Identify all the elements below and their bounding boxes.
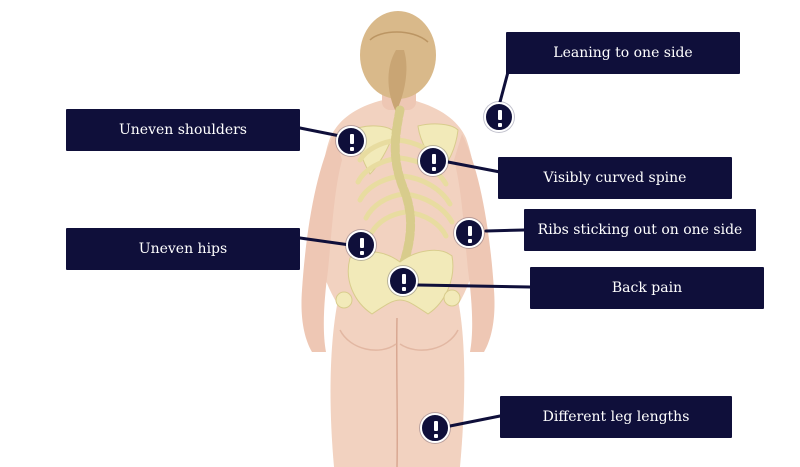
right-hip-joint [443, 289, 461, 307]
label-different-leg-lengths: Different leg lengths [500, 396, 732, 438]
label-ribs-sticking-out: Ribs sticking out on one side [524, 209, 756, 251]
connector-legs [448, 414, 502, 428]
connector-leaning [498, 70, 510, 104]
connector-ribs [484, 228, 526, 233]
connector-back-pain [416, 283, 532, 289]
left-buttock [339, 329, 397, 351]
exclamation-icon [484, 102, 514, 132]
exclamation-icon [346, 230, 376, 260]
left-hip-joint [335, 291, 353, 309]
exclamation-icon [418, 146, 448, 176]
connector-hips [298, 236, 352, 247]
left-arm [301, 134, 342, 352]
ponytail [388, 50, 407, 112]
hair-strands [369, 31, 429, 43]
buttock-crease [395, 317, 399, 467]
exclamation-icon [420, 413, 450, 443]
connector-lines [298, 70, 532, 428]
exclamation-icon [454, 218, 484, 248]
label-back-pain: Back pain [530, 267, 764, 309]
connector-spine [446, 160, 502, 174]
right-buttock [399, 329, 459, 351]
label-visibly-curved-spine: Visibly curved spine [498, 157, 732, 199]
label-uneven-hips: Uneven hips [66, 228, 300, 270]
curved-spine [390, 105, 415, 273]
exclamation-icon [388, 266, 418, 296]
exclamation-icon [336, 126, 366, 156]
label-uneven-shoulders: Uneven shoulders [66, 109, 300, 151]
label-leaning-to-one-side: Leaning to one side [506, 32, 740, 74]
connector-shoulders [298, 126, 342, 138]
